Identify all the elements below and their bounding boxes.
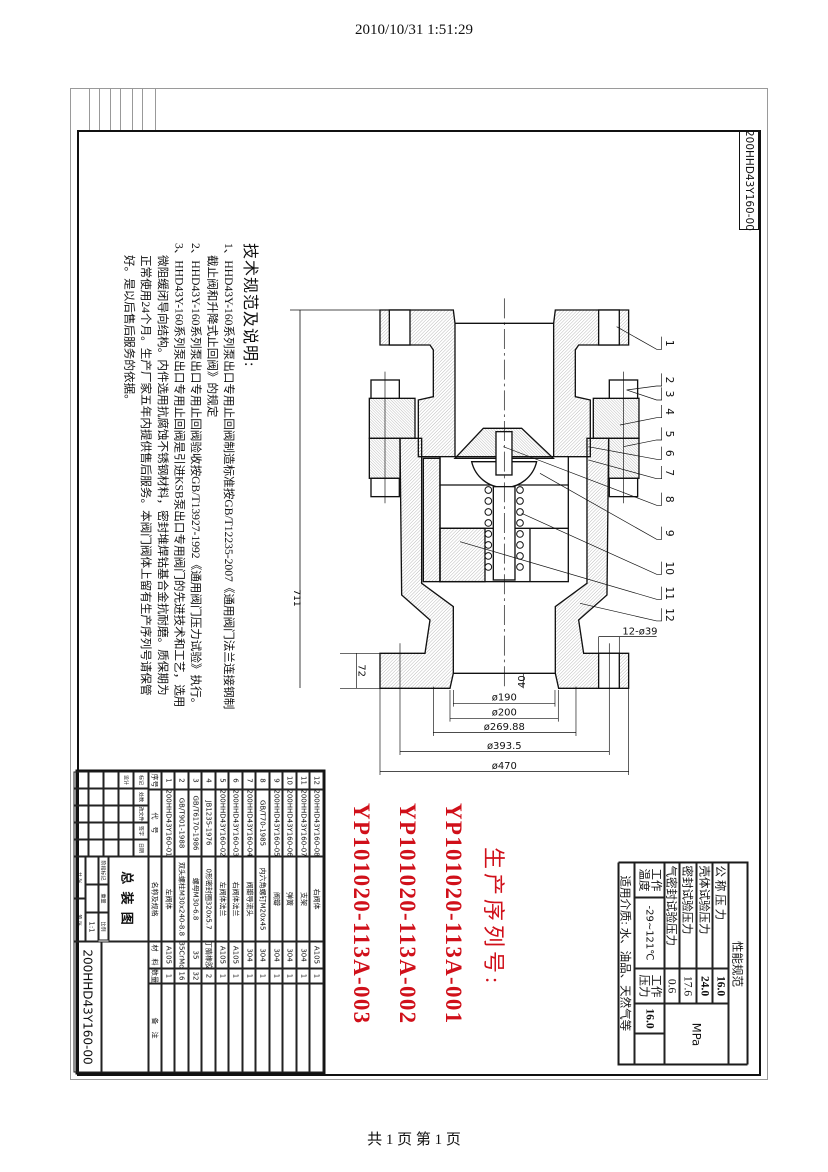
part-number-label: 4 xyxy=(663,408,676,415)
spring-coil xyxy=(484,519,493,527)
serial-number: YP101020-113A-001 xyxy=(441,803,466,1025)
spring-coil xyxy=(516,508,524,516)
part-number-label: 9 xyxy=(663,530,676,537)
dim-d269: ø269.88 xyxy=(484,722,525,733)
dim-d393: ø393.5 xyxy=(487,741,522,752)
lower-body-right xyxy=(554,437,630,689)
spring-coil xyxy=(484,541,493,549)
serial-number: YP101020-113A-003 xyxy=(349,803,374,1025)
note-line: 3、HHD43Y-160系列泵出口专用止回阀是引进KSB泵出口专用阀门的先进技术… xyxy=(172,243,186,708)
cage-wall xyxy=(439,527,486,583)
leader-line xyxy=(626,387,662,401)
dim-d470: ø470 xyxy=(492,761,517,772)
flange-block xyxy=(368,397,416,439)
dim-bolt-holes: 12-ø39 xyxy=(622,626,657,637)
spring-coil xyxy=(516,541,524,549)
leader-line xyxy=(539,473,662,540)
leader-line xyxy=(588,446,662,460)
leader-line xyxy=(626,373,662,391)
part-number-label: 3 xyxy=(663,391,676,398)
dim-40: 40 xyxy=(517,675,528,688)
part-number-label: 2 xyxy=(663,377,676,384)
spring-coil xyxy=(516,497,524,505)
dim-d200: ø200 xyxy=(492,708,517,719)
leader-line xyxy=(503,446,662,506)
spring-coil xyxy=(484,552,493,560)
leader-line xyxy=(588,459,662,479)
dim-72: 72 xyxy=(355,664,366,677)
leader-line xyxy=(623,427,662,447)
lower-body-left xyxy=(379,437,454,689)
sheet-outer-frame xyxy=(70,88,768,1080)
page-footer: 共 1 页 第 1 页 xyxy=(367,1132,461,1148)
flange-block xyxy=(592,397,640,439)
dim-d190: ø190 xyxy=(492,693,517,704)
sheet-inner-frame xyxy=(77,130,761,1076)
note-line: 好。是以后售后服务的依据。 xyxy=(122,255,136,406)
spring-coil xyxy=(516,486,524,494)
serial-numbers: 生产序列号: YP101020-113A-001 YP101020-113A-0… xyxy=(338,803,510,1063)
spring-coil xyxy=(484,497,493,505)
leader-line xyxy=(616,326,662,350)
spring-coil xyxy=(516,530,524,538)
drawing-number-corner: 200HHD43Y160-00 xyxy=(739,130,759,230)
leader-line xyxy=(579,602,662,622)
spring-coil xyxy=(484,563,493,571)
note-line: 截止阀和升降式止回阀》的规定 xyxy=(205,255,219,418)
notes-title: 技术规范及说明: xyxy=(241,243,259,368)
spring-coil xyxy=(516,563,524,571)
drawing-number-text: 200HHD43Y160-00 xyxy=(743,129,755,231)
upper-body-left xyxy=(379,309,456,458)
print-timestamp: 2010/10/31 1:51:29 xyxy=(355,22,473,38)
note-line: 2、HHD43Y-160系列泵出口专用止回阀验收按GB/T13927-1992《… xyxy=(188,243,202,710)
note-line: 1、HHD43Y-160系列泵出口专用止回阀制造标准按GB/T12235-200… xyxy=(222,243,236,710)
serial-title: 生产序列号: xyxy=(481,847,506,988)
spring-coil xyxy=(484,486,493,494)
spring-coil xyxy=(484,508,493,516)
spring-coil xyxy=(484,530,493,538)
upper-body-right xyxy=(552,309,630,458)
spring-coil xyxy=(516,519,524,527)
part-number-label: 12 xyxy=(663,608,676,622)
part-number-label: 1 xyxy=(663,340,676,347)
serial-number: YP101020-113A-002 xyxy=(395,803,420,1025)
note-line: 微阻缓闭导向结构。内件选用抗腐蚀不锈钢材料，密封堆焊钴基合金抗耐磨。质保期为 xyxy=(155,255,169,696)
part-number-label: 5 xyxy=(663,431,676,438)
part-number-label: 10 xyxy=(663,562,676,576)
leader-line xyxy=(459,541,662,600)
cage-wall xyxy=(422,457,441,583)
part-number-label: 8 xyxy=(663,496,676,503)
technical-notes: 技术规范及说明: 1、HHD43Y-160系列泵出口专用止回阀制造标准按GB/T… xyxy=(120,243,262,783)
leader-line xyxy=(521,513,662,575)
dim-711: 711 xyxy=(291,589,301,606)
part-number-label: 7 xyxy=(663,469,676,476)
leader-line xyxy=(619,404,662,426)
part-number-label: 11 xyxy=(663,587,676,601)
screw xyxy=(495,430,513,476)
part-number-label: 6 xyxy=(663,450,676,457)
binding-strip xyxy=(77,88,157,130)
note-line: 正常使用24个月。生产厂家五年内提供售后服务。本阀门阀体上留有生产序列号请保管 xyxy=(139,255,153,696)
